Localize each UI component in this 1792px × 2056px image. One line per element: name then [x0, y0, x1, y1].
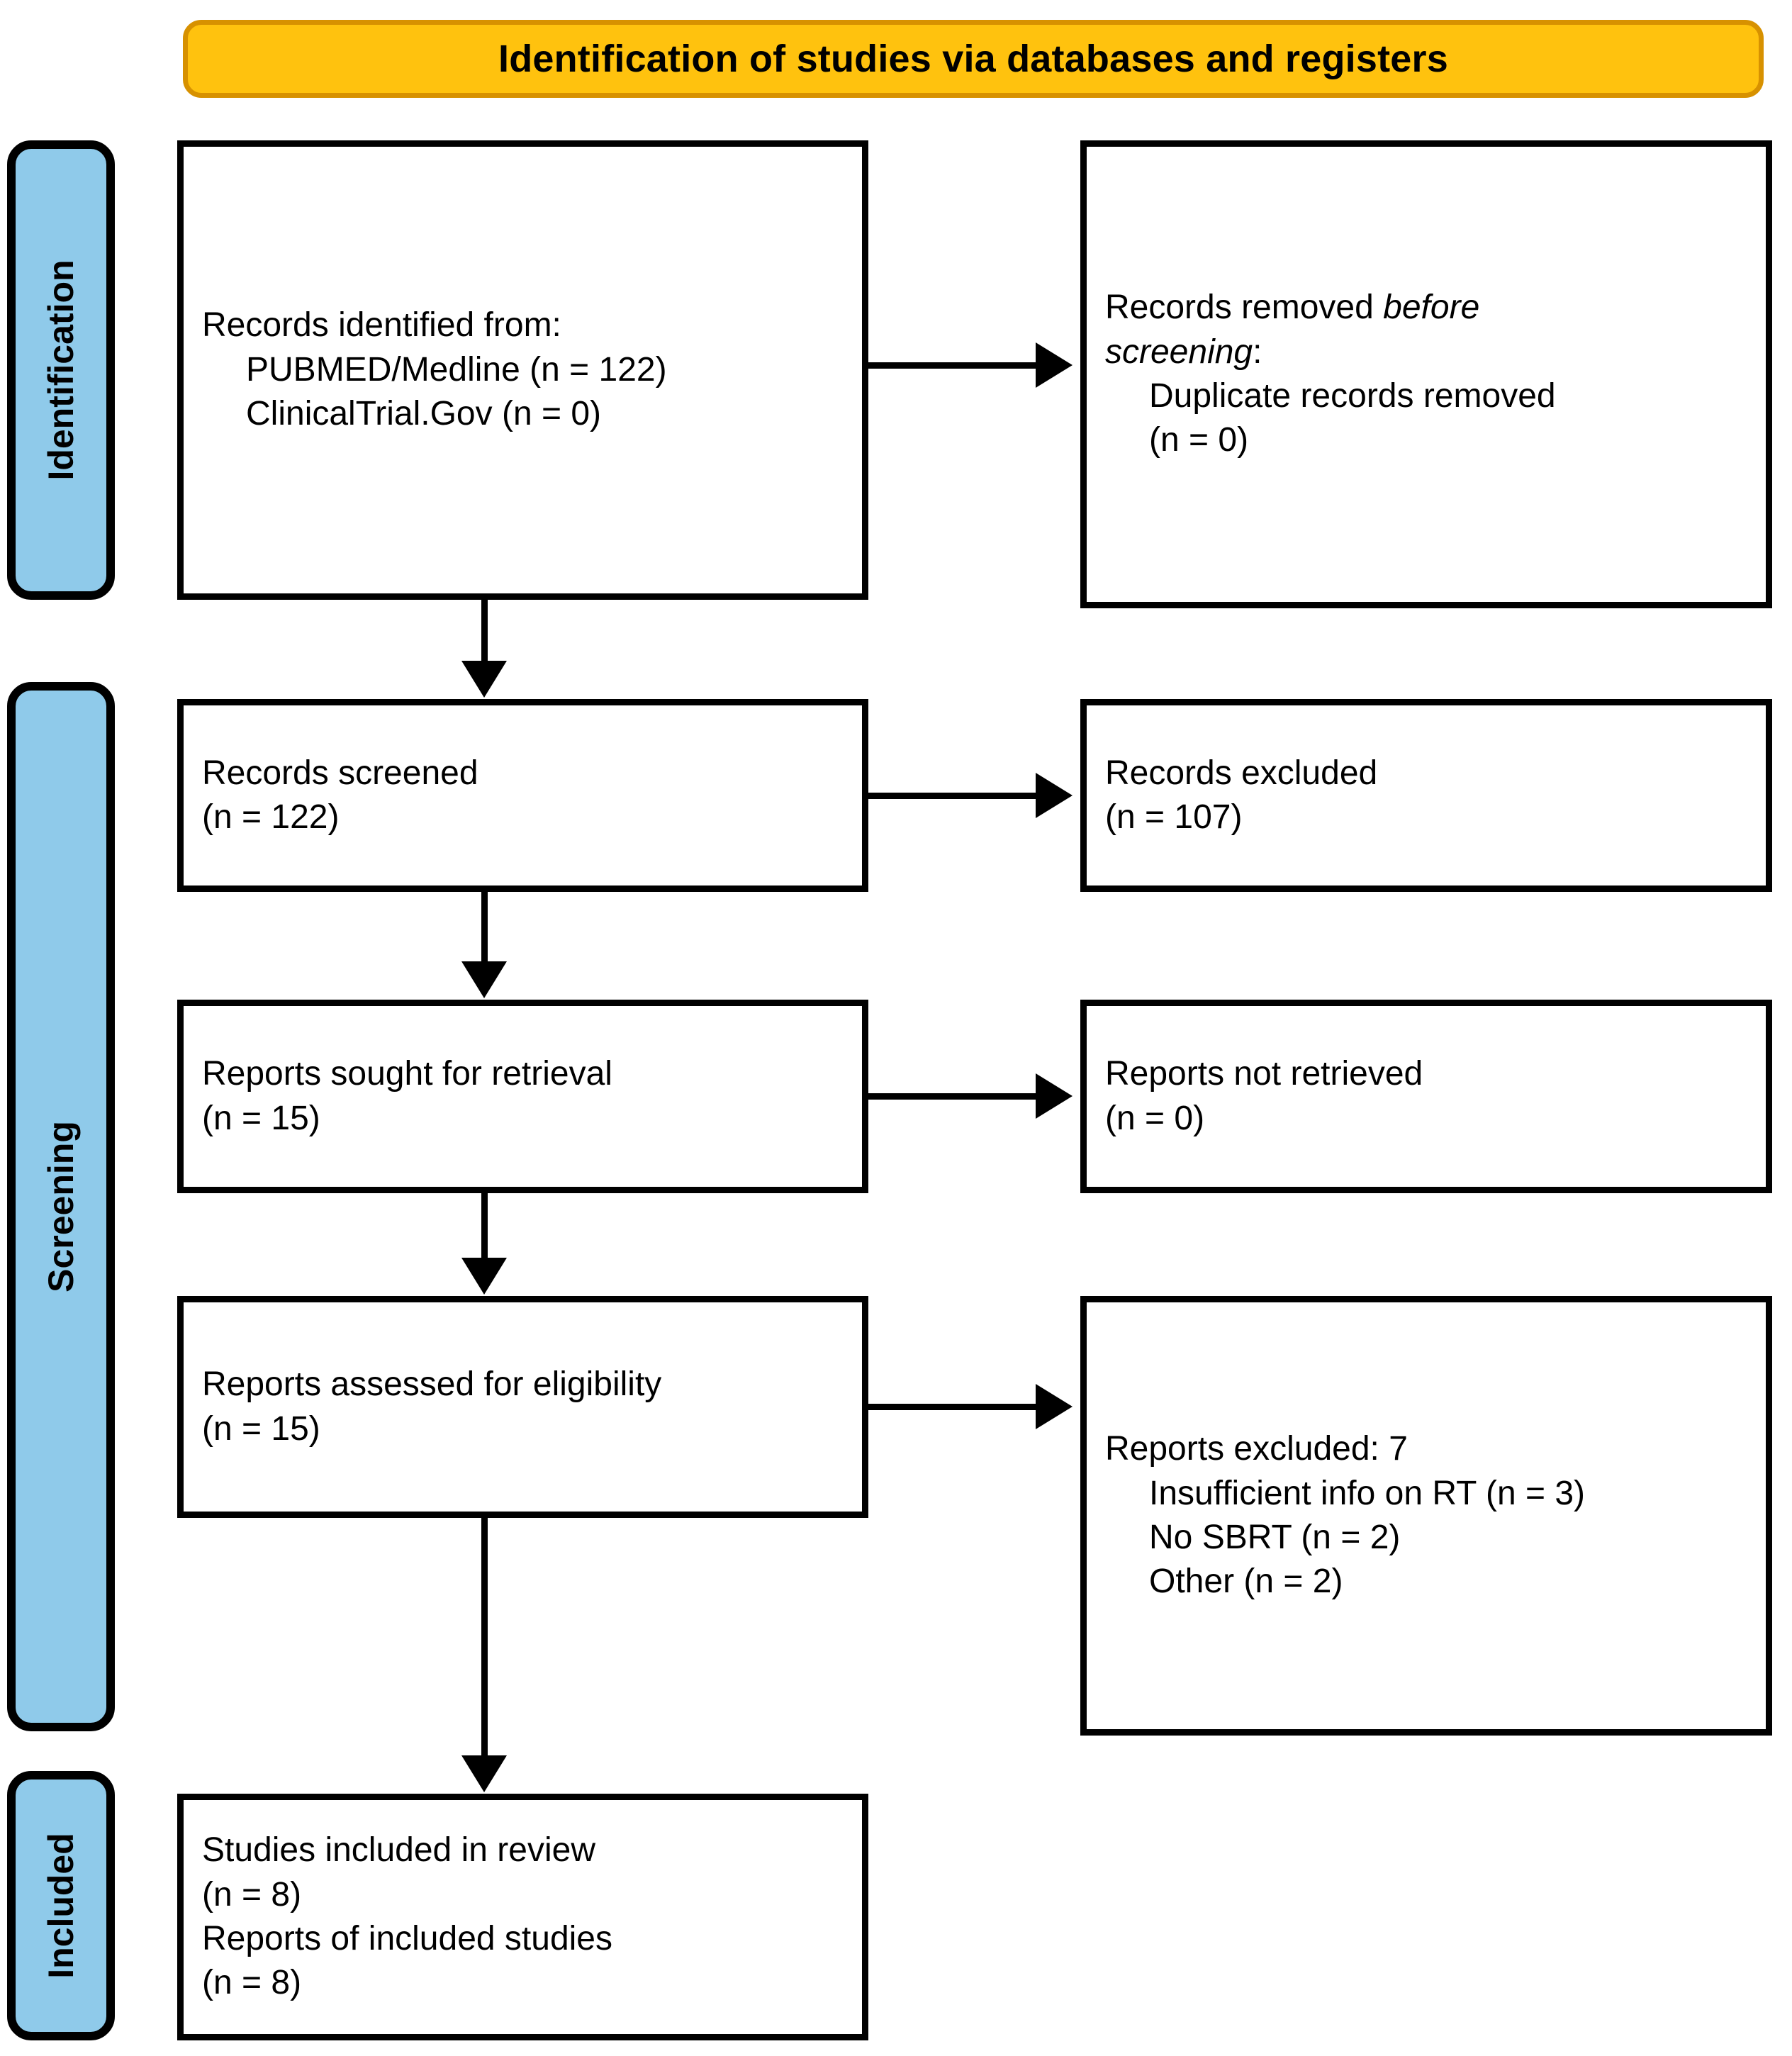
records-identified-line-1: Records identified from:	[202, 306, 561, 345]
records-identified-line-2: PUBMED/Medline (n = 122)	[246, 350, 667, 389]
records-removed-italic-before: before	[1383, 289, 1480, 327]
reports-not-retrieved-line-1: Reports not retrieved	[1105, 1055, 1423, 1093]
reports-excluded-line-3: No SBRT (n = 2)	[1149, 1519, 1401, 1556]
arrowhead-right-sought-to-not-retrieved	[1036, 1073, 1073, 1119]
stage-bar-identification: Identification	[7, 140, 115, 600]
arrowhead-down-assessed-to-included	[461, 1755, 507, 1792]
box-records-screened: Records screened (n = 122)	[177, 699, 868, 892]
records-identified-line-3: ClinicalTrial.Gov (n = 0)	[246, 395, 602, 433]
box-records-identified-text: Records identified from: PUBMED/Medline …	[184, 303, 862, 436]
records-removed-line-1b: screening:	[1105, 330, 1747, 374]
connector-screened-to-excluded	[868, 793, 1036, 799]
reports-assessed-line-1: Reports assessed for eligibility	[202, 1365, 662, 1404]
reports-excluded-line-2: Insufficient info on RT (n = 3)	[1149, 1474, 1586, 1512]
reports-not-retrieved-line-2: (n = 0)	[1105, 1099, 1205, 1137]
reports-excluded-line-1: Reports excluded: 7	[1105, 1430, 1408, 1468]
connector-sought-to-assessed	[481, 1193, 488, 1259]
box-reports-sought-for-retrieval: Reports sought for retrieval (n = 15)	[177, 1000, 868, 1193]
records-screened-line-2: (n = 122)	[202, 798, 340, 836]
records-removed-lead: Records removed	[1105, 289, 1384, 327]
box-reports-excluded: Reports excluded: 7 Insufficient info on…	[1080, 1296, 1772, 1736]
arrowhead-right-screened-to-excluded	[1036, 773, 1073, 818]
box-reports-sought-text: Reports sought for retrieval (n = 15)	[184, 1052, 862, 1141]
studies-included-line-4: (n = 8)	[202, 1964, 302, 2002]
diagram-header-banner: Identification of studies via databases …	[183, 20, 1764, 98]
stage-bar-screening: Screening	[7, 682, 115, 1731]
studies-included-line-3: Reports of included studies	[202, 1920, 612, 1957]
connector-identified-to-screened	[481, 600, 488, 662]
box-studies-included-text: Studies included in review (n = 8) Repor…	[184, 1828, 862, 2006]
records-removed-italic-screening: screening	[1105, 333, 1253, 371]
records-screened-line-1: Records screened	[202, 754, 478, 792]
diagram-title: Identification of studies via databases …	[498, 38, 1448, 80]
arrowhead-down-sought-to-assessed	[461, 1258, 507, 1295]
stage-bar-included: Included	[7, 1771, 115, 2040]
reports-sought-line-1: Reports sought for retrieval	[202, 1055, 612, 1093]
stage-label-included: Included	[41, 1833, 81, 1979]
box-reports-assessed-for-eligibility: Reports assessed for eligibility (n = 15…	[177, 1296, 868, 1518]
box-records-removed-text: Records removed before screening: Duplic…	[1087, 286, 1766, 463]
box-studies-included-in-review: Studies included in review (n = 8) Repor…	[177, 1794, 868, 2040]
arrowhead-right-assessed-to-reports-excluded	[1036, 1384, 1073, 1429]
records-removed-line-3: (n = 0)	[1149, 421, 1249, 459]
arrowhead-down-identified-to-screened	[461, 661, 507, 698]
reports-excluded-line-4: Other (n = 2)	[1149, 1563, 1343, 1601]
records-excluded-line-2: (n = 107)	[1105, 798, 1243, 836]
box-records-excluded-text: Records excluded (n = 107)	[1087, 752, 1766, 840]
records-removed-line-1: Records removed before	[1105, 286, 1747, 330]
box-records-removed-before-screening: Records removed before screening: Duplic…	[1080, 140, 1772, 608]
stage-label-screening: Screening	[41, 1121, 81, 1292]
records-excluded-line-1: Records excluded	[1105, 754, 1378, 792]
studies-included-line-2: (n = 8)	[202, 1875, 302, 1913]
box-reports-assessed-text: Reports assessed for eligibility (n = 15…	[184, 1363, 862, 1451]
connector-assessed-to-included	[481, 1518, 488, 1757]
box-reports-excluded-text: Reports excluded: 7 Insufficient info on…	[1087, 1427, 1766, 1604]
records-removed-line-2: Duplicate records removed	[1149, 377, 1556, 415]
connector-assessed-to-reports-excluded	[868, 1404, 1036, 1410]
arrowhead-down-screened-to-sought	[461, 961, 507, 998]
arrowhead-right-identified-to-removed	[1036, 342, 1073, 388]
stage-label-identification: Identification	[41, 259, 81, 481]
records-removed-colon: :	[1253, 333, 1262, 371]
reports-assessed-line-2: (n = 15)	[202, 1409, 320, 1448]
connector-sought-to-not-retrieved	[868, 1093, 1036, 1100]
box-reports-not-retrieved-text: Reports not retrieved (n = 0)	[1087, 1052, 1766, 1141]
studies-included-line-1: Studies included in review	[202, 1831, 595, 1870]
box-records-screened-text: Records screened (n = 122)	[184, 752, 862, 840]
box-records-identified: Records identified from: PUBMED/Medline …	[177, 140, 868, 600]
connector-screened-to-sought	[481, 892, 488, 963]
reports-sought-line-2: (n = 15)	[202, 1099, 320, 1137]
box-reports-not-retrieved: Reports not retrieved (n = 0)	[1080, 1000, 1772, 1193]
connector-identified-to-removed	[868, 362, 1036, 369]
box-records-excluded: Records excluded (n = 107)	[1080, 699, 1772, 892]
